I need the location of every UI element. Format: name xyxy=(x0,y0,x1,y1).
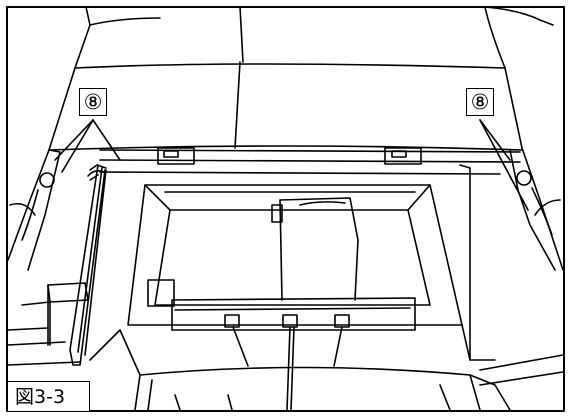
top-cover xyxy=(48,6,554,151)
tray-well xyxy=(127,184,463,326)
hinge-rail xyxy=(99,147,521,361)
left-tubing xyxy=(69,164,107,366)
center-cartridge xyxy=(271,197,359,301)
callout-label-8-right: ⑧ xyxy=(466,88,494,116)
front-edge xyxy=(89,324,564,411)
figure-caption: 図3-3 xyxy=(7,381,90,411)
callout-leaders xyxy=(54,119,529,211)
left-lower-block xyxy=(7,282,89,366)
callout-label-8-left: ⑧ xyxy=(79,88,107,116)
front-manifold xyxy=(147,279,416,411)
right-side-bracket xyxy=(509,147,564,271)
left-side-bracket xyxy=(7,149,61,271)
